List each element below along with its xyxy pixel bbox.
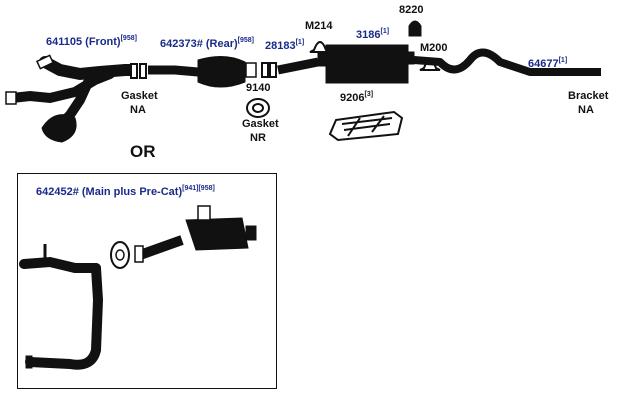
note-gasket-nr-status: NR [250, 132, 266, 144]
part-label-9140: 9140 [246, 82, 271, 94]
intermediate-pipe-28183 [277, 57, 319, 75]
part-label-642452: 642452# (Main plus Pre-Cat)[941][958] [36, 185, 215, 198]
part-label-64677: 64677[1] [528, 57, 568, 70]
part-label-8220: 8220 [399, 4, 424, 16]
tailpipe-64677 [413, 48, 598, 76]
front-y-pipe [5, 54, 138, 143]
note-bracket-na: Bracket [568, 90, 609, 102]
part-label-m200: M200 [420, 42, 448, 54]
note-bracket-na-status: NA [578, 104, 594, 116]
muffler-3186 [317, 44, 415, 84]
alternative-part-box [17, 173, 277, 389]
or-label: OR [130, 142, 156, 161]
part-label-9206: 9206[3] [340, 91, 374, 104]
note-gasket-nr: Gasket [242, 118, 279, 130]
part-label-3186: 3186[1] [356, 28, 390, 41]
hanger-8220-icon [408, 20, 422, 37]
gasket-9140-icon [246, 98, 270, 118]
tailpipe-tip [596, 68, 601, 76]
part-label-641105: 641105 (Front)[958] [46, 35, 137, 48]
gasket-na [130, 63, 147, 79]
main-plus-precat-drawing [19, 205, 257, 370]
note-gasket-na: Gasket [121, 90, 158, 102]
note-gasket-na-status: NA [130, 104, 146, 116]
gasket-nr-flange [261, 62, 277, 78]
heat-shield-9206-icon [328, 110, 404, 142]
part-label-28183: 28183[1] [265, 39, 305, 52]
part-label-642373: 642373# (Rear)[958] [160, 37, 255, 50]
part-label-m214: M214 [305, 20, 333, 32]
rear-pipe-with-cat [148, 56, 257, 88]
